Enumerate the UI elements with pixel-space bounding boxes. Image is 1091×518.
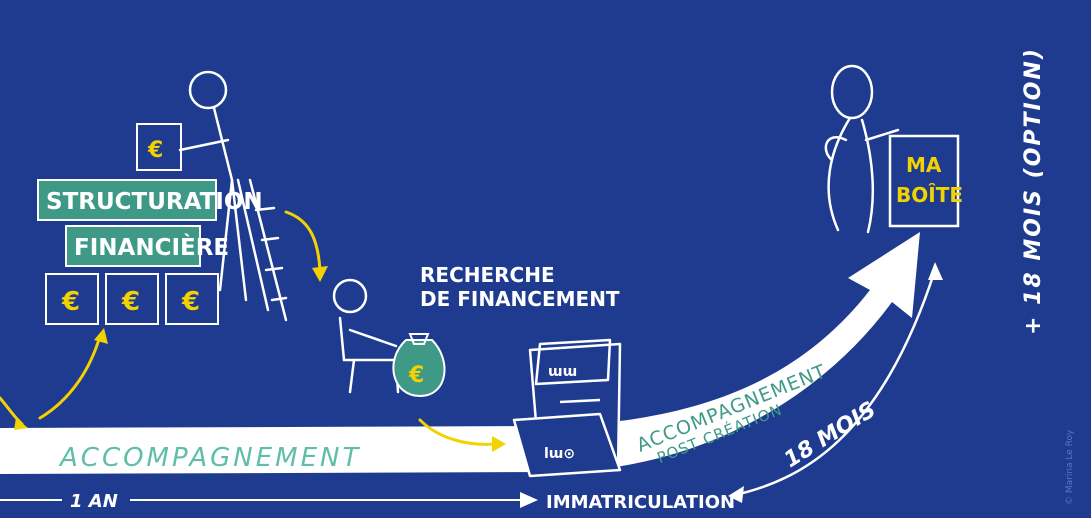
money-bag-icon: € [392, 333, 446, 398]
documents-icon [512, 338, 622, 478]
credit-label: © Marina Le Roy [1065, 429, 1075, 505]
timeline-arrowhead [520, 492, 538, 508]
un-an-label: 1 AN [70, 491, 118, 512]
structuration-label: STRUCTURATION [46, 189, 263, 215]
accompagnement-bar [0, 426, 560, 474]
document-scribble-2: lɯ⊙ [544, 446, 575, 462]
euro-box-2: € [105, 273, 159, 325]
dix-huit-mois-label: 18 MOIS [780, 397, 881, 473]
svg-text:€: € [408, 363, 424, 388]
person-on-ladder-icon [178, 70, 288, 322]
ma-label: MA [906, 153, 942, 177]
boite-label: BOÎTE [896, 183, 963, 207]
immatriculation-label: IMMATRICULATION [546, 492, 735, 513]
person-at-desk-icon [332, 278, 402, 394]
recherche-label-2: DE FINANCEMENT [420, 287, 620, 311]
euro-box-1: € [45, 273, 99, 325]
recherche-label-1: RECHERCHE [420, 263, 555, 287]
yellow-flow-arrows [0, 210, 498, 446]
yellow-arrowheads [14, 266, 506, 452]
euro-box-3: € [165, 273, 219, 325]
svg-text:€: € [121, 287, 140, 317]
structuration-box-1 [37, 179, 217, 221]
svg-text:€: € [181, 287, 200, 317]
person-with-sign-icon [824, 64, 900, 234]
structuration-box-2 [65, 225, 201, 267]
ma-boite-sign [888, 134, 960, 228]
euro-box-held: € [136, 123, 182, 171]
document-scribble-1: ɯɯ [548, 364, 577, 380]
option-label: + 18 MOIS (OPTION) [1021, 47, 1046, 335]
financiere-label: FINANCIÈRE [74, 233, 229, 261]
accompagnement-label: ACCOMPAGNEMENT [58, 443, 361, 473]
dix-huit-mois-arrow [734, 269, 937, 497]
svg-text:€: € [61, 287, 80, 317]
svg-text:€: € [147, 138, 163, 163]
